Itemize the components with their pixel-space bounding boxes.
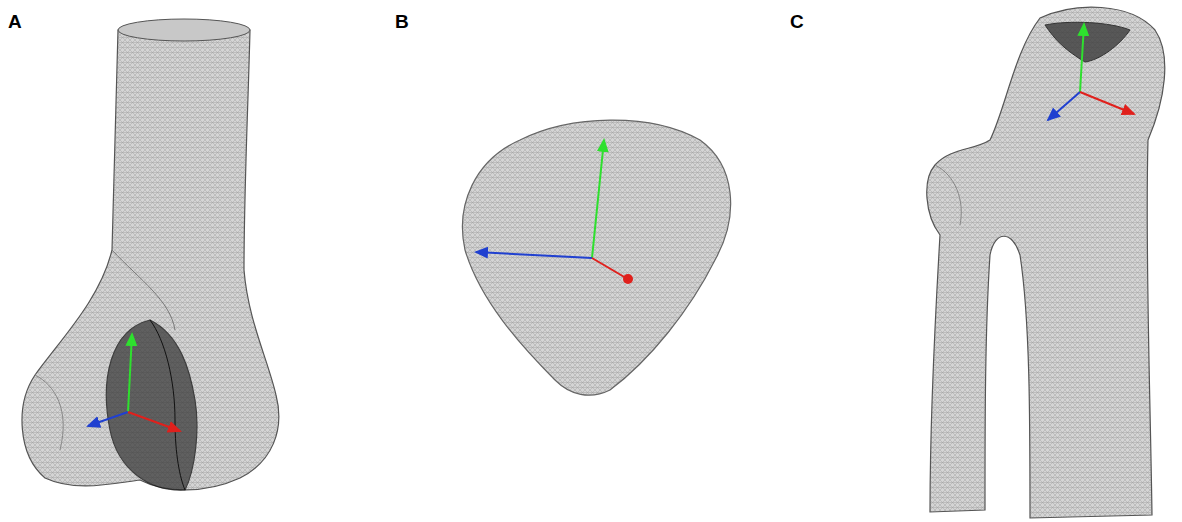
panel-letter: C [790, 12, 804, 31]
femur-mesh [22, 19, 279, 490]
ulna-mesh [927, 7, 1165, 518]
panel-letter: A [8, 12, 22, 31]
patella-mesh [462, 120, 730, 395]
panel-letter: B [395, 12, 409, 31]
